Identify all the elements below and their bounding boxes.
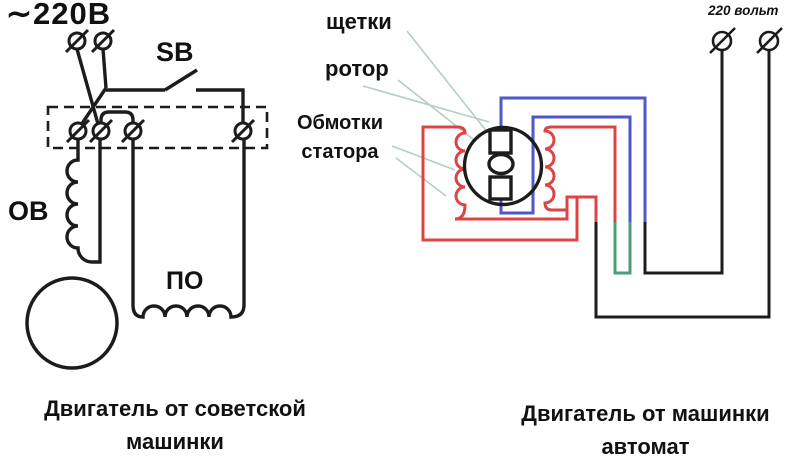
leader-rotor-2 — [362, 85, 490, 123]
motor-housing-circle — [462, 125, 544, 207]
stator-windings-annotation: Обмотки статора — [297, 112, 383, 163]
screw-terminal-icon — [709, 27, 736, 54]
right-motor-assembly — [462, 125, 544, 207]
wire-mains-right — [594, 50, 771, 319]
screw-terminal-icon — [65, 118, 91, 144]
switch-sb-label: SB — [156, 37, 194, 67]
mains-voltage-label-left: ∼220В — [6, 0, 112, 31]
field-winding-label: ОВ — [8, 196, 49, 226]
right-diagram-black-wires — [594, 27, 783, 319]
motor-armature-circle — [25, 276, 119, 370]
right-diagram-green-wire — [613, 222, 632, 275]
leader-rotor — [397, 79, 475, 141]
right-diagram-blue-wires — [499, 96, 647, 222]
brush-top — [488, 128, 513, 155]
wire-green-link — [613, 222, 632, 275]
brushes-annotation: щетки — [326, 9, 392, 34]
screw-terminal-icon — [88, 118, 114, 144]
terminal-block-outline — [46, 105, 269, 150]
wire-cross-to-terminal1 — [79, 87, 108, 126]
rotor-ellipse — [487, 152, 515, 176]
rotor-annotation: ротор — [325, 56, 389, 81]
screw-terminal-icon — [120, 118, 146, 144]
coil-po-start-winding — [131, 139, 246, 319]
wire-top-brush — [499, 96, 647, 222]
right-diagram-red-wires — [421, 125, 617, 242]
caption-automatic-machine: Двигатель от машинки автомат — [521, 401, 770, 459]
coil-stator-right — [543, 125, 617, 222]
leader-brushes — [406, 30, 489, 134]
mains-voltage-label-right: 220 вольт — [708, 3, 779, 18]
screw-terminal-icon — [64, 28, 90, 54]
terminal-jumper — [99, 110, 135, 124]
coil-ov-field-winding — [65, 139, 102, 264]
screw-terminal-icon — [756, 27, 783, 54]
brush-bottom — [488, 175, 513, 201]
screw-terminal-icon — [230, 118, 256, 144]
screw-terminal-icon — [90, 28, 116, 54]
wire-bottom-brush — [499, 115, 632, 222]
wire-mains-left — [643, 50, 724, 275]
annotation-leader-lines — [362, 30, 490, 197]
left-diagram-wires — [25, 28, 269, 370]
wire-mains-to-terminal2 — [75, 48, 100, 125]
switch-sb — [106, 68, 245, 124]
leader-stator-2 — [395, 157, 447, 197]
caption-soviet-machine: Двигатель от советской машинки — [44, 396, 306, 454]
start-winding-label: ПО — [166, 267, 204, 295]
wire-mains-to-switch-node — [101, 48, 108, 89]
